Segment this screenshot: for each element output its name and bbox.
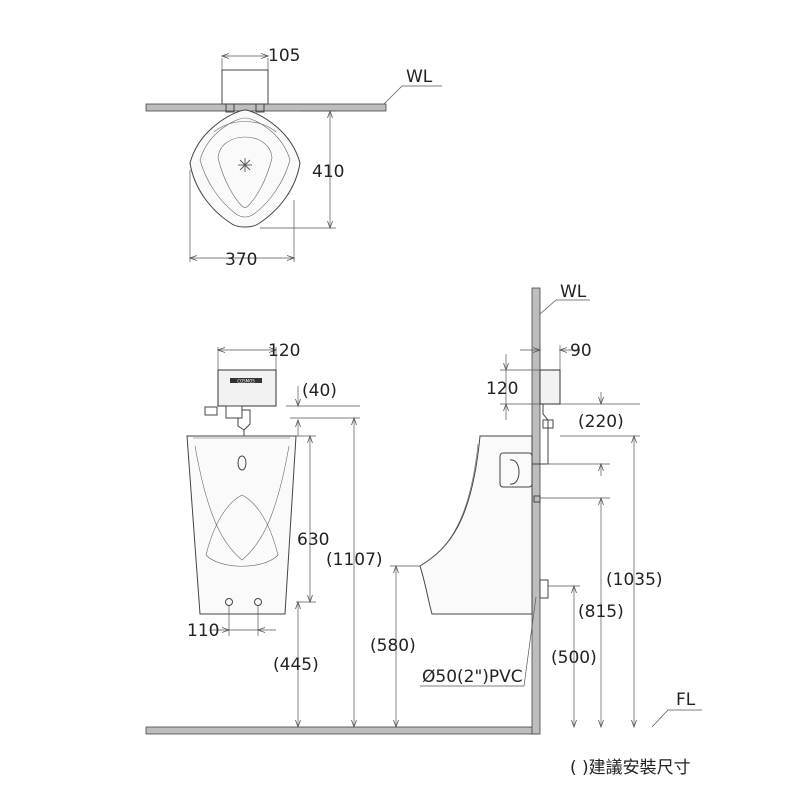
dim-side-supply-height: (815) (578, 602, 624, 622)
floor-line (145, 726, 539, 735)
dim-top-depth: 410 (312, 162, 344, 182)
top-bracket-right (255, 103, 265, 113)
side-wl-leader (539, 299, 590, 315)
top-view: 105 410 370 WL (145, 46, 442, 270)
dim-side-sensor-depth: 90 (570, 341, 592, 361)
front-bowl-curve-outer (194, 445, 290, 561)
side-valve (542, 419, 554, 429)
dim-top-width: 370 (225, 250, 257, 270)
dim-top-sensor-width: 105 (268, 46, 300, 66)
side-outlet-lower (539, 579, 549, 599)
dim-front-outlet-spacing: 110 (187, 621, 219, 641)
top-bracket-left (225, 103, 235, 113)
side-sensor-box (539, 369, 561, 405)
side-bowl-curve (425, 443, 479, 563)
front-sensor-box (217, 369, 277, 407)
top-drain-icon (238, 158, 252, 172)
pipe-label: Ø50(2")PVC (422, 667, 523, 687)
top-wall (145, 103, 387, 112)
pipe-leader (420, 596, 537, 687)
side-supply-pipe (542, 404, 549, 464)
dim-side-total-height: (1035) (606, 570, 663, 590)
top-wl-leader (383, 85, 442, 105)
front-outlet-left (225, 598, 233, 606)
dim-front-body-height: 630 (297, 530, 329, 550)
top-wl-label: WL (406, 67, 433, 87)
side-wl-label: WL (560, 282, 587, 302)
front-bowl-curve-inner (205, 494, 279, 556)
side-spreader (499, 452, 533, 488)
front-sensor-logo (230, 378, 262, 383)
top-sensor-box (221, 69, 269, 105)
side-wall (531, 287, 541, 735)
dim-side-sensor-height: 120 (486, 379, 518, 399)
dim-front-sensor-width: 120 (268, 341, 300, 361)
front-valve-body (225, 405, 243, 419)
front-flush-pipe (242, 409, 251, 436)
side-urinal-body (419, 435, 533, 615)
front-sensor-brand: COSMOS (237, 379, 255, 384)
dim-side-supply-offset: (220) (578, 412, 624, 432)
dim-front-sensor-top: (40) (302, 381, 337, 401)
front-supply-valve (204, 406, 218, 416)
dim-side-lip-height: (580) (370, 636, 416, 656)
side-outlet-upper (533, 495, 541, 503)
front-urinal-body (186, 435, 297, 615)
front-view: COSMOS 120 (40) 630 (1107) 110 (445) (186, 341, 383, 727)
dim-side-outlet-height: (500) (551, 648, 597, 668)
front-bowl-lip (205, 554, 279, 567)
fl-leader (651, 709, 702, 728)
front-spreader (237, 455, 247, 471)
top-urinal-bowl (217, 136, 273, 208)
footnote: ( )建議安裝尺寸 (570, 758, 691, 778)
front-flush-pipe-inner (237, 418, 245, 431)
front-outlet-right (254, 598, 262, 606)
side-view: WL 90 120 (220) (1035) (8 (370, 282, 663, 735)
dim-front-total-height: (1107) (326, 550, 383, 570)
top-urinal-back (213, 121, 277, 133)
dim-front-outlet-height: (445) (273, 655, 319, 675)
top-urinal-rim (199, 117, 291, 218)
side-spreader-curve (509, 459, 520, 485)
fl-label: FL (676, 690, 696, 710)
